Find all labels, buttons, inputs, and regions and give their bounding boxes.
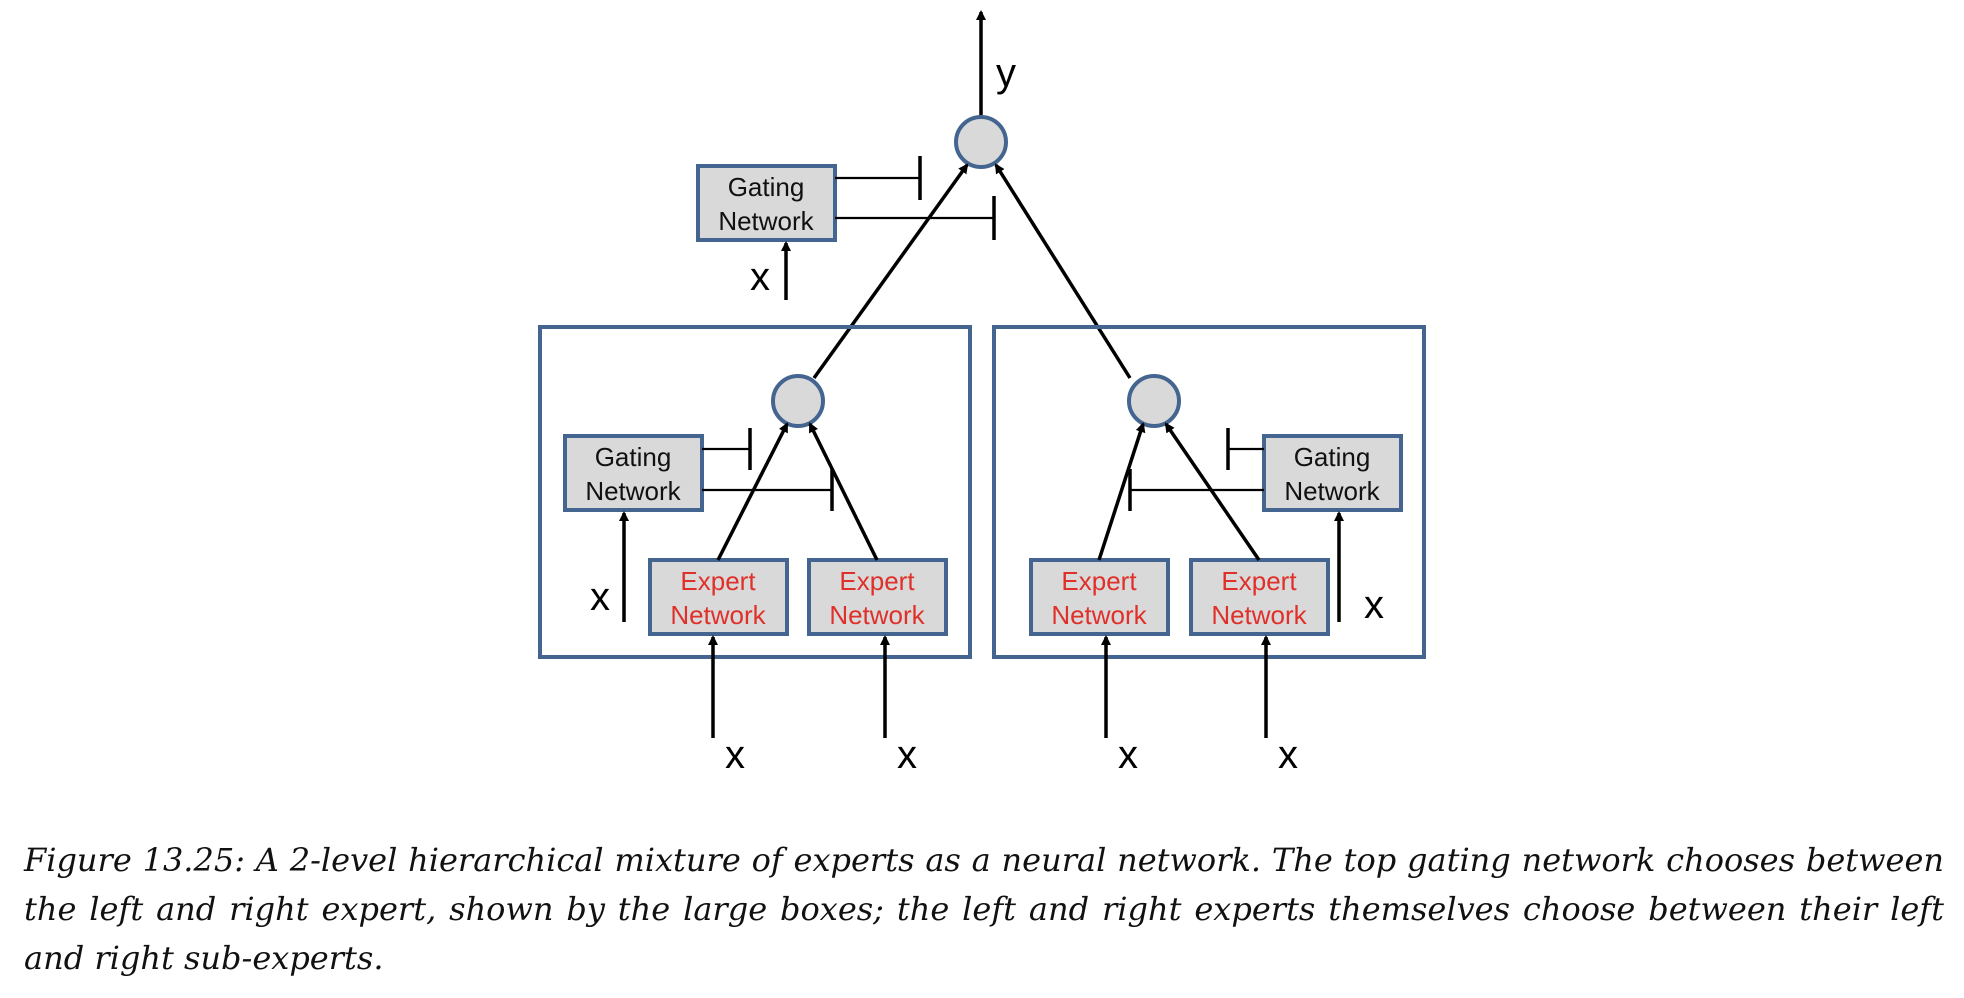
svg-text:Expert: Expert	[1061, 566, 1137, 596]
right-expert-to-top-arrow	[994, 163, 1132, 379]
top-gating-network: Gating Network	[696, 164, 837, 242]
svg-text:Network: Network	[1051, 600, 1147, 630]
left-expert-2-to-node-arrow	[808, 422, 879, 561]
output-label: y	[996, 51, 1016, 95]
top-gate-signal-left	[835, 156, 922, 200]
figure-caption: Figure 13.25: A 2-level hierarchical mix…	[24, 841, 1944, 977]
left-expert-1-to-node-arrow	[716, 422, 789, 561]
left-expert-2-input-label: x	[897, 733, 917, 777]
left-gating-input-label: x	[590, 575, 610, 619]
right-expert-network-2: Expert Network	[1189, 558, 1330, 636]
left-gate-signal-upper	[702, 428, 752, 470]
right-expert-1-input-label: x	[1118, 733, 1138, 777]
right-expert-2-input-label: x	[1278, 733, 1298, 777]
svg-text:Gating: Gating	[595, 442, 672, 472]
right-gate-signal-lower	[1128, 469, 1264, 511]
right-gating-input-label: x	[1364, 583, 1384, 627]
svg-text:Network: Network	[585, 476, 681, 506]
right-gate-signal-upper	[1226, 428, 1264, 470]
hme-diagram: y Gating Network x Gating Network x Expe…	[538, 10, 1426, 777]
svg-text:Network: Network	[718, 206, 814, 236]
left-combiner-node	[771, 374, 825, 428]
svg-text:Network: Network	[1284, 476, 1380, 506]
right-combiner-node	[1127, 374, 1181, 428]
svg-text:Gating: Gating	[728, 172, 805, 202]
svg-text:Expert: Expert	[680, 566, 756, 596]
svg-text:Network: Network	[1211, 600, 1307, 630]
left-expert-to-top-arrow	[812, 163, 969, 380]
top-gating-input-label: x	[750, 255, 770, 299]
right-expert-2-to-node-arrow	[1164, 422, 1261, 561]
right-expert-box	[992, 325, 1426, 659]
svg-text:Expert: Expert	[1221, 566, 1297, 596]
left-gating-network: Gating Network	[563, 434, 704, 512]
right-expert-network-1: Expert Network	[1029, 558, 1170, 636]
left-expert-network-1: Expert Network	[648, 558, 789, 636]
svg-text:Network: Network	[829, 600, 925, 630]
svg-text:Network: Network	[670, 600, 766, 630]
top-combiner-node	[954, 115, 1008, 169]
left-gate-signal-lower	[702, 469, 834, 511]
left-expert-box	[538, 325, 972, 659]
svg-text:Gating: Gating	[1294, 442, 1371, 472]
right-gating-network: Gating Network	[1262, 434, 1403, 512]
top-gate-signal-right	[835, 196, 996, 240]
right-expert-1-to-node-arrow	[1097, 422, 1146, 561]
left-expert-1-input-label: x	[725, 733, 745, 777]
svg-text:Expert: Expert	[839, 566, 915, 596]
left-expert-network-2: Expert Network	[807, 558, 948, 636]
